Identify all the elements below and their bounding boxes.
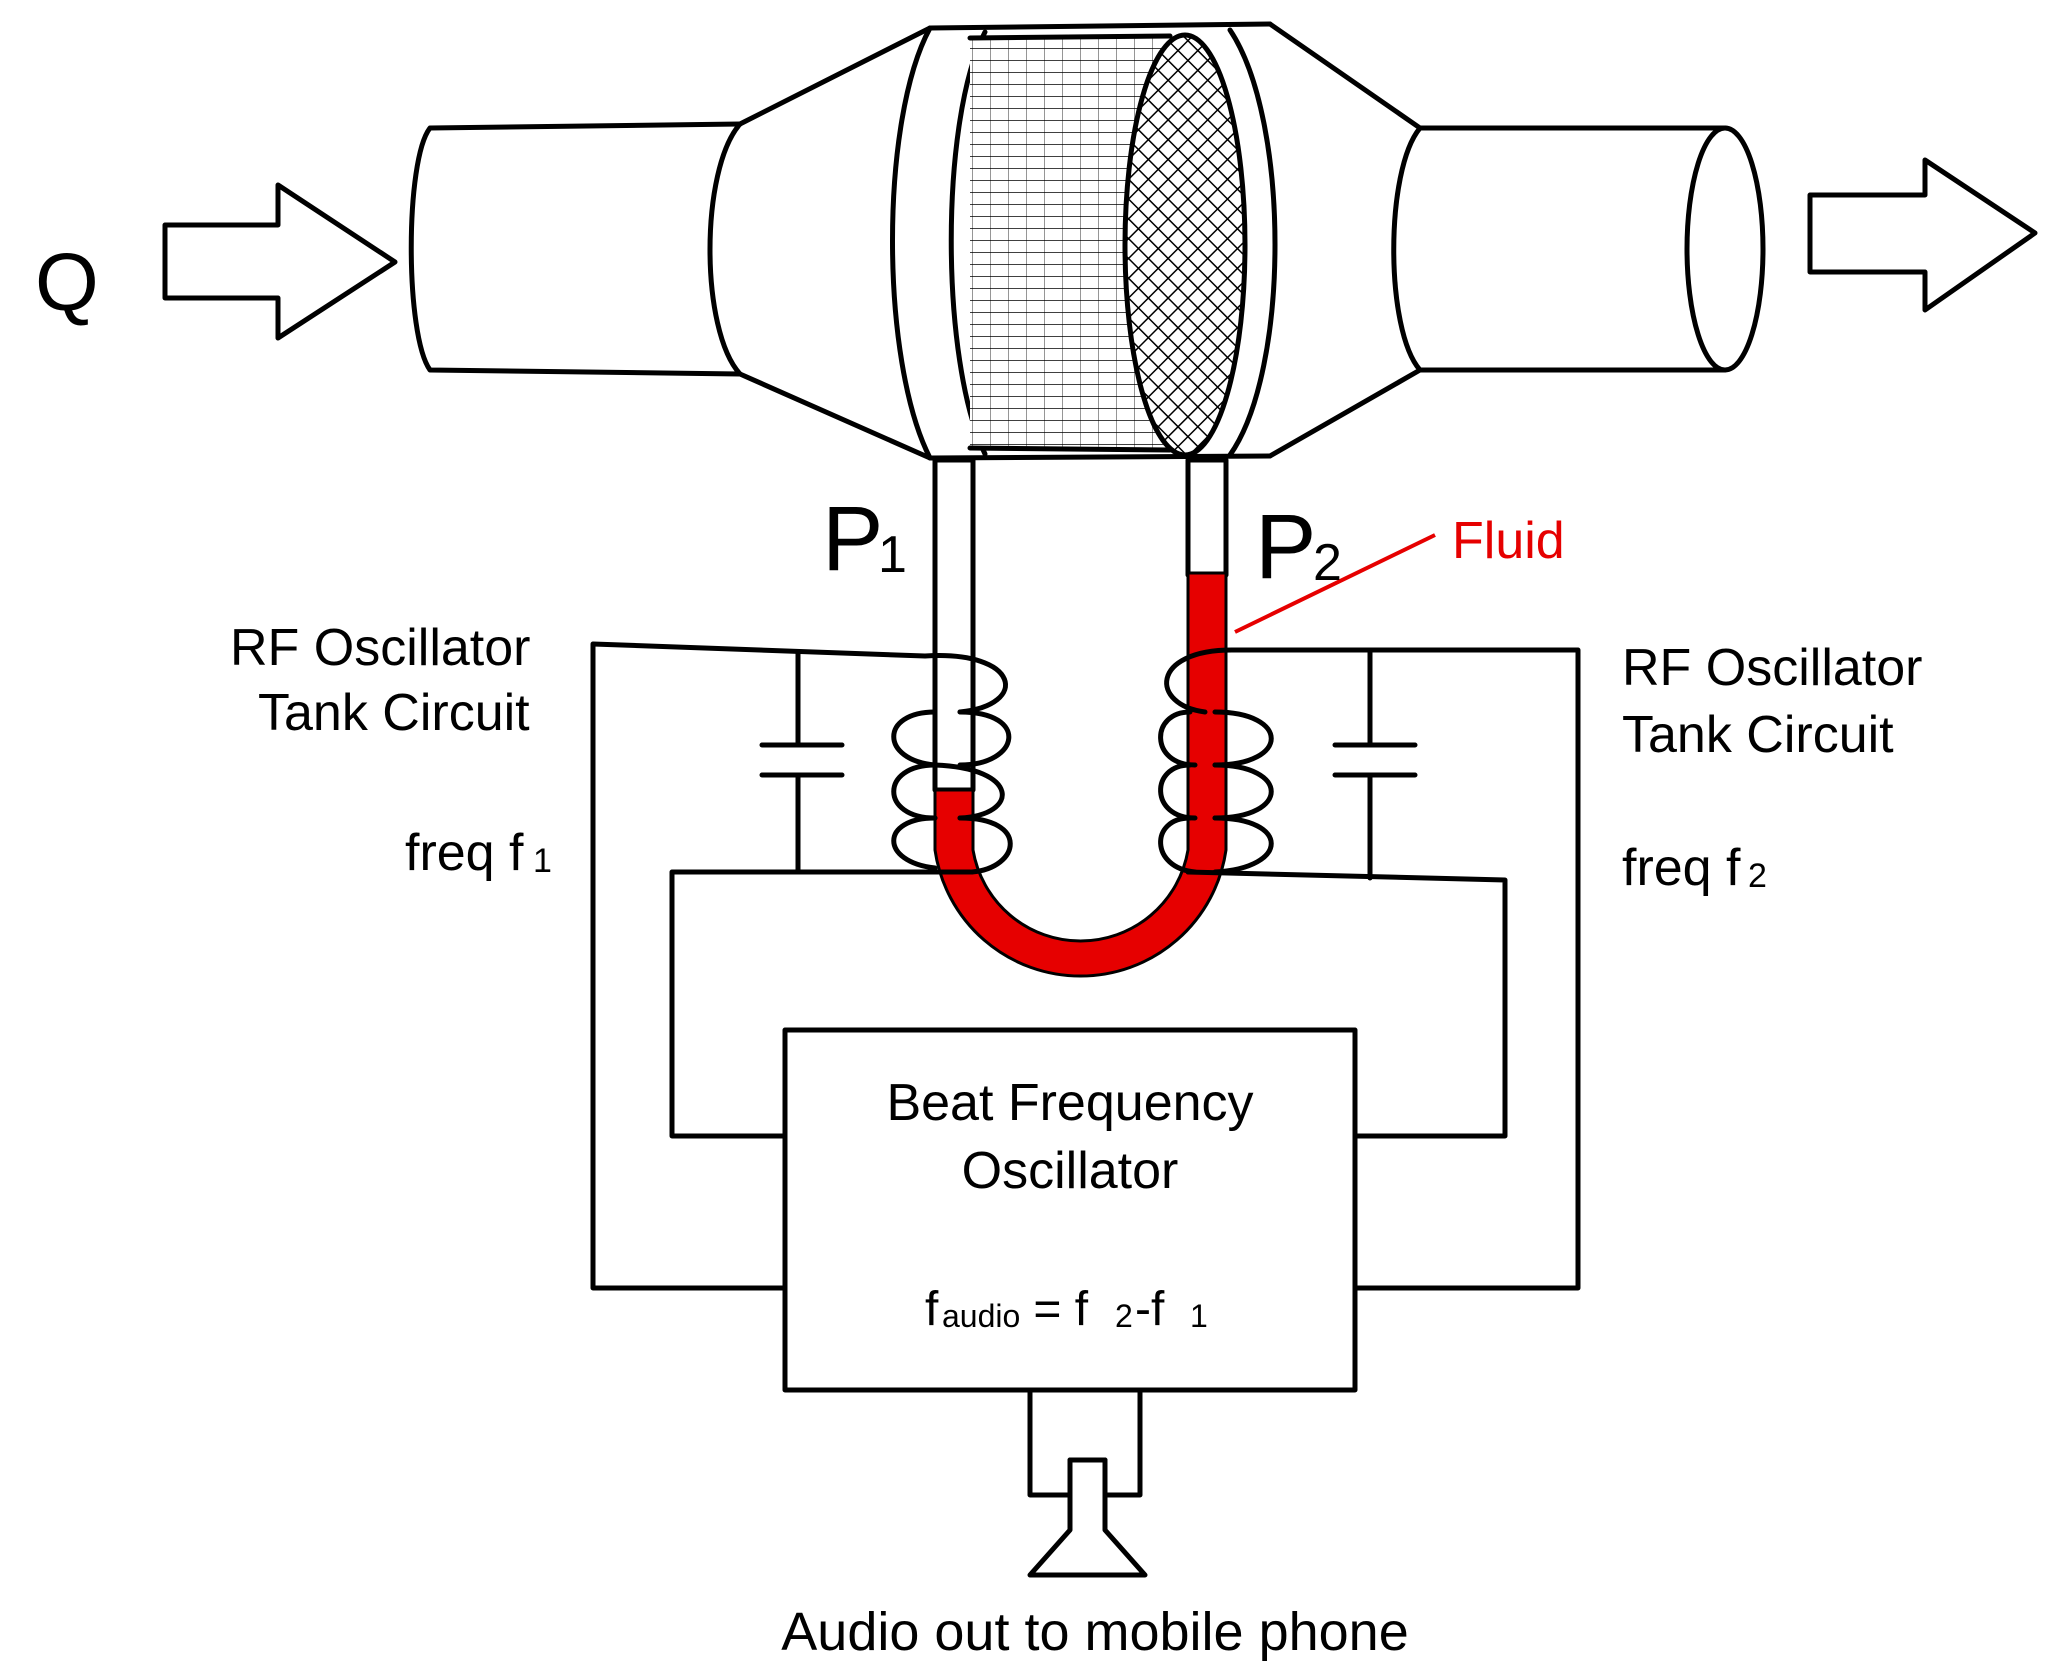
right-outer-wire — [1229, 647, 1581, 1291]
p1-label: P — [822, 488, 883, 590]
inlet-cone-ring — [707, 121, 743, 377]
outlet-pipe — [1417, 125, 1728, 373]
bfo-title-line1: Beat Frequency — [886, 1074, 1253, 1132]
coil-icon — [1158, 647, 1274, 875]
speaker-icon — [1027, 1387, 1148, 1578]
left-tube — [932, 457, 976, 793]
pipe-assembly — [408, 21, 1766, 461]
left-tank-circuit — [590, 641, 1013, 1291]
coil-icon — [891, 653, 1013, 875]
left-tank-label-line1: RF Oscillator — [230, 619, 530, 677]
fluid-column — [933, 571, 1228, 978]
right-tube — [1185, 457, 1229, 578]
right-freq-subscript: 2 — [1748, 857, 1767, 895]
left-tank-label-line2: Tank Circuit — [258, 684, 530, 742]
formula-f: f — [925, 1283, 939, 1336]
right-tank-label-line1: RF Oscillator — [1622, 639, 1922, 697]
flow-label: Q — [35, 237, 99, 328]
filter-mesh — [1122, 32, 1248, 458]
outflow-arrow-icon — [1807, 157, 2038, 313]
fluid-label: Fluid — [1452, 512, 1565, 570]
housing-ring-left-2 — [948, 29, 988, 457]
outlet-opening — [1684, 125, 1766, 373]
left-freq-label: freq f — [405, 824, 524, 882]
outlet-cone-ring — [1391, 125, 1423, 373]
formula-sub-2: 2 — [1115, 1298, 1133, 1334]
p2-subscript: 2 — [1313, 534, 1342, 592]
filter-band-border — [967, 33, 1173, 453]
left-freq-subscript: 1 — [533, 842, 552, 880]
capacitor-icon — [759, 649, 845, 875]
housing-body-edges — [927, 21, 1273, 461]
right-inner-wire — [1185, 869, 1508, 1139]
formula-sub-1: 1 — [1190, 1298, 1208, 1334]
housing-ring-right — [1227, 27, 1278, 458]
u-tube-manometer — [932, 457, 1229, 978]
right-tank-label-line2: Tank Circuit — [1622, 706, 1894, 764]
housing-ring-left — [890, 25, 933, 461]
beat-formula: f audio = f 2 -f 1 — [925, 1283, 1208, 1336]
formula-sub-audio: audio — [942, 1298, 1020, 1334]
bfo-title-line2: Oscillator — [962, 1142, 1179, 1200]
left-inner-wire — [669, 869, 975, 1139]
inlet-pipe — [408, 121, 743, 377]
fluid-pointer — [1234, 533, 1436, 634]
p2-label: P — [1255, 496, 1316, 598]
right-freq-label: freq f — [1622, 839, 1741, 897]
bfo-box — [782, 1027, 1358, 1393]
formula-equals: = f — [1020, 1283, 1089, 1336]
outlet-cone — [1267, 21, 1423, 459]
p1-subscript: 1 — [878, 526, 907, 584]
left-outer-wire — [590, 641, 928, 1291]
inflow-arrow-icon — [162, 182, 398, 341]
inlet-cone — [737, 25, 933, 461]
formula-minus: -f — [1135, 1283, 1165, 1336]
audio-out-label: Audio out to mobile phone — [781, 1602, 1408, 1662]
right-tank-circuit — [1158, 647, 1581, 1291]
capacitor-icon — [1332, 647, 1418, 881]
